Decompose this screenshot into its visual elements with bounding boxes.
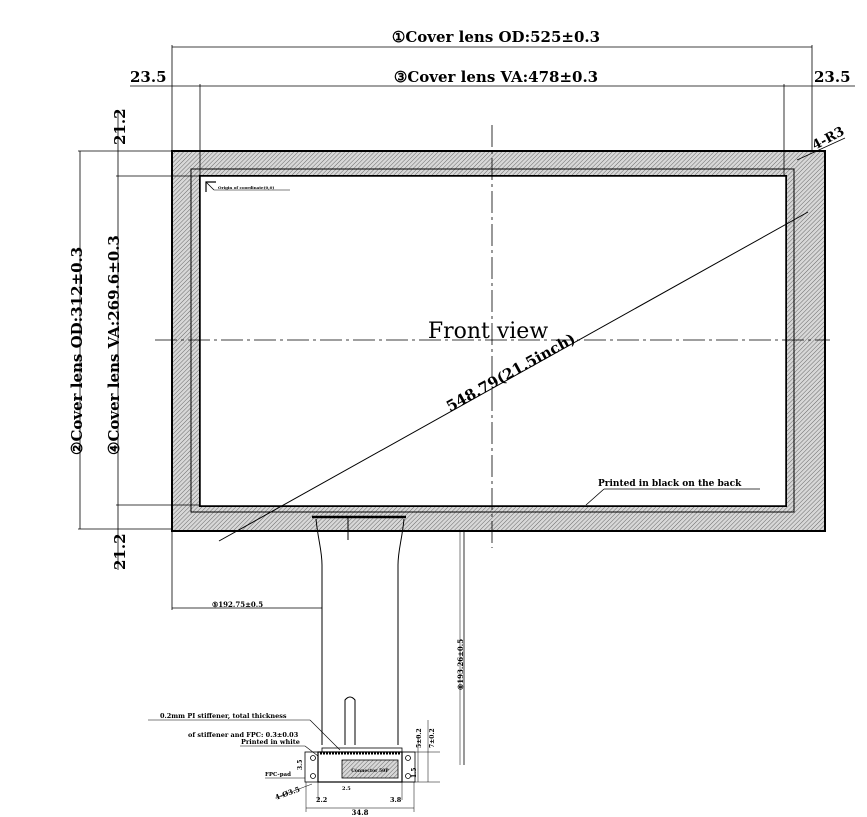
connector-label-area	[341, 759, 399, 779]
connector-gold-fingers	[321, 747, 403, 753]
dim-34-8-label: 34.8	[351, 808, 368, 817]
dim-1-5-label: 1.5	[411, 768, 418, 778]
origin-note-label: Origin of coordinate(0,0)	[218, 185, 274, 190]
connector-label: Connector 50P	[351, 768, 389, 774]
corner-radius-label: 4-R3	[810, 124, 847, 153]
hole-icon	[310, 755, 316, 761]
pad-label: FPC-pad	[265, 772, 291, 778]
dim-7-label: 7±0.2	[429, 728, 436, 748]
cover-od-width-label: ①Cover lens OD:525±0.3	[392, 28, 600, 46]
margin-top-label: 21.2	[111, 108, 129, 145]
fpc-offset-label: ⑤192.75±0.5	[212, 600, 263, 609]
cover-od-height-label: ②Cover lens OD:312±0.3	[68, 247, 86, 455]
stiffener-note-2: of stiffener and FPC: 0.3±0.03	[188, 731, 299, 739]
dim-2-5-label: 2.5	[342, 786, 351, 792]
printed-white-label: Printed in white	[241, 738, 300, 746]
hole-icon	[405, 755, 411, 761]
print-border-line	[190, 168, 795, 513]
margin-bottom-label: 21.2	[111, 533, 129, 570]
viewing-area	[199, 175, 787, 507]
dim-2-2-label: 2.2	[316, 796, 327, 804]
hole-icon	[405, 773, 411, 779]
printed-black-label: Printed in black on the back	[598, 479, 742, 489]
margin-right-label: 23.5	[814, 68, 851, 86]
fpc-stiffener-tab	[344, 696, 356, 745]
cover-va-height-label: ④Cover lens VA:269.6±0.3	[105, 235, 123, 455]
dim-3-5-label: 3.5	[297, 760, 304, 770]
hole-icon	[310, 773, 316, 779]
stiffener-note-1: 0.2mm PI stiffener, total thickness	[160, 712, 287, 720]
fpc-tail-outline	[315, 518, 405, 745]
cover-va-width-label: ③Cover lens VA:478±0.3	[394, 68, 598, 86]
diagonal-line	[218, 211, 809, 542]
margin-left-label: 23.5	[130, 68, 167, 86]
front-view-label: Front view	[428, 319, 549, 344]
dim-5-label: 5±0.2	[416, 728, 423, 748]
dim-3-8-label: 3.8	[390, 796, 402, 804]
hole-note-label: 4-Ø3.5	[274, 784, 302, 801]
fpc-length-label: ⑥193.26±0.5	[456, 639, 465, 690]
